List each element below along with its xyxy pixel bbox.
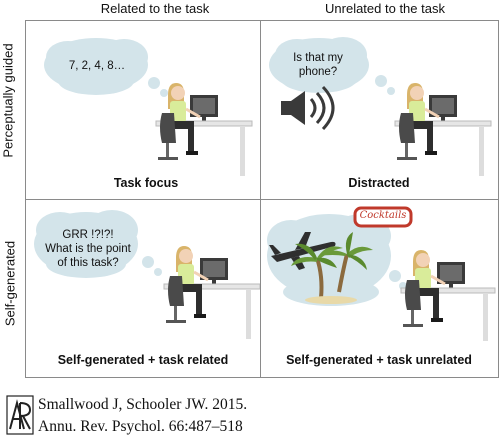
cocktails-sign-icon — [353, 206, 413, 228]
thought-bubble — [267, 214, 407, 306]
grid-horizontal-divider — [26, 199, 498, 200]
speaker-icon — [281, 85, 335, 131]
annual-reviews-logo — [6, 395, 34, 440]
self-unrelated-illustration — [267, 206, 496, 341]
thought-bubble — [269, 37, 395, 95]
cell-distracted: Is that my phone? Distracted — [261, 21, 498, 198]
thought-text-self-related-2: What is the point — [45, 243, 131, 255]
palm-trees-icon — [291, 232, 373, 304]
caption-distracted: Distracted — [348, 176, 410, 190]
thought-bubble — [34, 210, 162, 278]
caption-task-focus: Task focus — [113, 176, 179, 190]
caption-self-unrelated: Self-generated + task unrelated — [286, 353, 472, 367]
thought-text-distracted-2: phone? — [298, 66, 338, 78]
person-at-desk-icon — [155, 83, 253, 176]
cell-task-focus: 7, 2, 4, 8… Task focus — [26, 21, 260, 198]
person-at-desk-icon — [163, 246, 260, 339]
distracted-illustration — [269, 37, 492, 176]
thought-text-distracted-1: Is that my — [293, 52, 343, 64]
cocktails-sign-text: Cocktails — [359, 210, 407, 221]
citation-line-1: Smallwood J, Schooler JW. 2015. — [38, 396, 248, 413]
thought-text-self-related-3: of this task? — [57, 257, 119, 269]
self-related-illustration — [34, 210, 260, 339]
row-header-perceptual: Perceptually guided — [0, 43, 16, 158]
thought-bubble — [44, 38, 168, 97]
cell-self-unrelated: Cocktails Self-generated + task unrelate… — [261, 200, 498, 377]
citation-line-2: Annu. Rev. Psychol. 66:487–518 — [38, 418, 243, 435]
person-at-desk-icon — [394, 83, 492, 176]
task-focus-illustration — [44, 38, 253, 176]
thought-text-self-related-1: GRR !?!?! — [62, 229, 114, 241]
quadrant-grid — [25, 20, 499, 378]
caption-self-related: Self-generated + task related — [57, 353, 229, 367]
thought-text-task-focus: 7, 2, 4, 8… — [68, 60, 126, 72]
column-header-related: Related to the task — [100, 1, 210, 16]
column-header-unrelated: Unrelated to the task — [325, 1, 445, 16]
row-header-self-generated: Self-generated — [2, 240, 18, 327]
person-at-desk-icon — [400, 250, 496, 341]
cell-self-related: GRR !?!?! What is the point of this task… — [26, 200, 260, 377]
